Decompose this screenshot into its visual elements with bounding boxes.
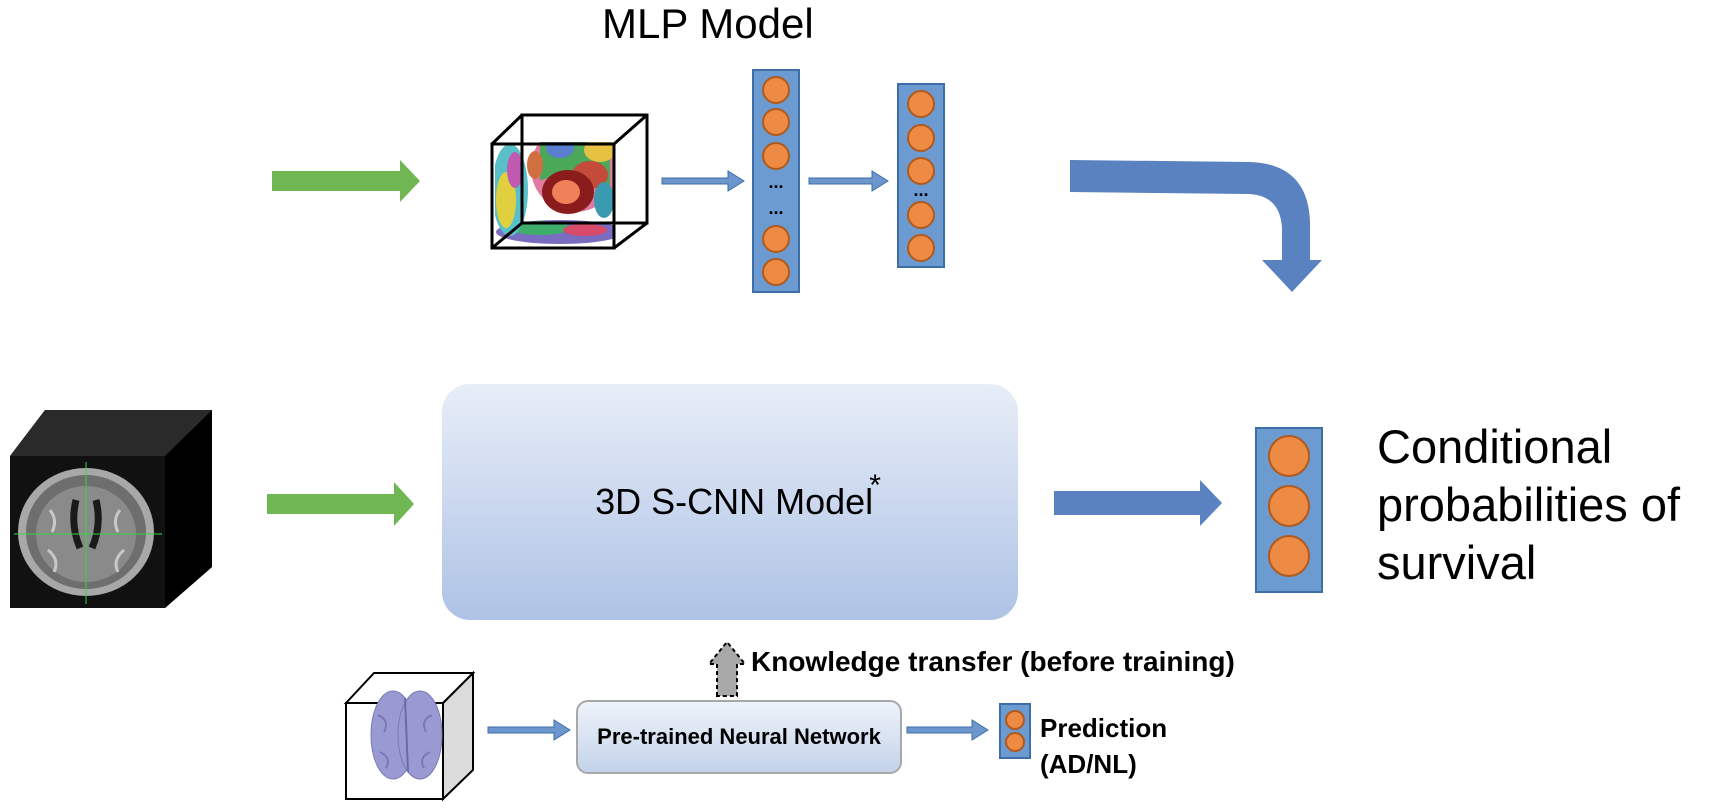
prediction-node-2 xyxy=(1005,732,1025,752)
mlp-hidden-layer-1: ... ... xyxy=(752,69,800,293)
input-arrow-top xyxy=(272,160,420,202)
mlp-model-title: MLP Model xyxy=(602,0,814,47)
pretrained-network-label: Pre-trained Neural Network xyxy=(597,724,881,749)
arrow-scnn-to-output xyxy=(1054,480,1222,526)
mlp-hidden-layer-2: ... xyxy=(897,83,945,268)
output-node-2 xyxy=(1268,485,1310,527)
prediction-node-1 xyxy=(1005,710,1025,730)
layer1-ellipsis-1: ... xyxy=(768,172,783,192)
layer1-node-1 xyxy=(762,76,790,104)
mri-cube-icon xyxy=(10,410,212,608)
layer2-node-1 xyxy=(907,90,935,118)
layer1-node-4 xyxy=(762,225,790,253)
layer2-node-3 xyxy=(907,157,935,185)
layer2-node-5 xyxy=(907,234,935,262)
output-node-1 xyxy=(1268,435,1310,477)
scnn-model-label: 3D S-CNN Model xyxy=(595,481,874,522)
atlas-cube-icon xyxy=(490,113,649,250)
prediction-line-1: Prediction xyxy=(1040,713,1168,743)
prediction-label: Prediction (AD/NL) xyxy=(1040,710,1167,782)
layer1-ellipsis-2: ... xyxy=(768,198,783,218)
prediction-layer xyxy=(999,703,1031,759)
layer1-node-3 xyxy=(762,142,790,170)
arrow-brain-to-pretrained xyxy=(487,719,571,741)
output-line-1: Conditional xyxy=(1377,420,1613,473)
scnn-model-box: 3D S-CNN Model * xyxy=(442,384,1018,620)
output-node-3 xyxy=(1268,535,1310,577)
knowledge-transfer-label: Knowledge transfer (before training) xyxy=(751,646,1235,677)
output-layer xyxy=(1255,427,1323,593)
output-line-3: survival xyxy=(1377,536,1537,589)
arrow-pretrained-to-prediction xyxy=(906,719,989,741)
pretrained-network-box: Pre-trained Neural Network xyxy=(576,700,902,774)
brain-cube-icon xyxy=(343,670,476,802)
layer2-node-2 xyxy=(907,124,935,152)
output-description: Conditional probabilities of survival xyxy=(1377,418,1680,592)
bent-arrow-mlp-to-output xyxy=(1070,160,1322,292)
layer1-node-2 xyxy=(762,108,790,136)
input-arrow-middle xyxy=(267,482,414,526)
scnn-model-asterisk: * xyxy=(869,469,881,502)
arrow-cube-to-layer1 xyxy=(661,170,745,192)
prediction-line-2: (AD/NL) xyxy=(1040,749,1137,779)
output-line-2: probabilities of xyxy=(1377,478,1681,531)
knowledge-transfer-arrow xyxy=(706,640,748,697)
layer2-ellipsis: ... xyxy=(913,180,928,200)
layer1-node-5 xyxy=(762,258,790,286)
arrow-layer1-to-layer2 xyxy=(808,170,889,192)
layer2-node-4 xyxy=(907,201,935,229)
